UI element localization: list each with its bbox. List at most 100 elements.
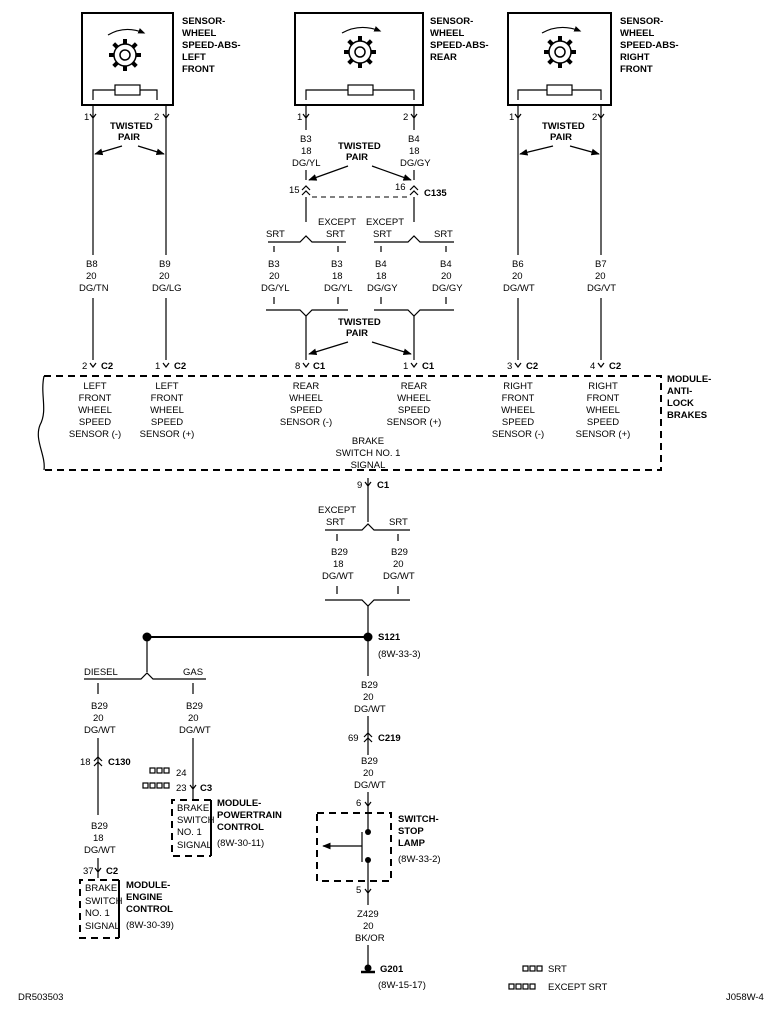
ecm-title: MODULE- bbox=[126, 880, 170, 891]
wire-label: 20 bbox=[159, 271, 170, 282]
wire-label: 18 bbox=[332, 271, 343, 282]
wire-label: 20 bbox=[93, 713, 104, 724]
wire-label: B29 bbox=[331, 547, 348, 558]
legend: SRT EXCEPT SRT bbox=[508, 964, 608, 993]
wire-label: DG/WT bbox=[179, 725, 211, 736]
pin-desc: FRONT bbox=[79, 393, 112, 404]
sensor-rf-label-1: WHEEL bbox=[620, 28, 655, 39]
variant-label: SRT bbox=[434, 229, 453, 240]
pin-desc: REAR bbox=[401, 381, 428, 392]
ground-icon bbox=[361, 964, 375, 974]
pin-label: 1 bbox=[509, 112, 514, 123]
wire-label: B4 bbox=[440, 259, 452, 270]
module-abs-title: ANTI- bbox=[667, 386, 692, 397]
sensor-lf-label-1: WHEEL bbox=[182, 28, 217, 39]
pin-desc: SENSOR (-) bbox=[492, 429, 544, 440]
wire-label: B29 bbox=[91, 821, 108, 832]
sensor-left-front: SENSOR- WHEEL SPEED-ABS- LEFT FRONT bbox=[81, 12, 241, 106]
pcm-title: CONTROL bbox=[217, 822, 264, 833]
sensor-rf-label-4: FRONT bbox=[620, 64, 653, 75]
pin-desc: SPEED bbox=[587, 417, 619, 428]
pin-desc: WHEEL bbox=[78, 405, 112, 416]
wire-label: B4 bbox=[408, 134, 420, 145]
connector-c2: C2 bbox=[609, 361, 621, 372]
wire-label: B3 bbox=[331, 259, 343, 270]
pin-label: 9 bbox=[357, 480, 362, 491]
legend-except-srt: EXCEPT SRT bbox=[548, 982, 608, 993]
pin-label: 8 bbox=[295, 361, 300, 372]
sensor-rear-label-2: SPEED-ABS- bbox=[430, 40, 489, 51]
wire-label: 20 bbox=[269, 271, 280, 282]
abs-pin-rf-pos: RIGHT FRONT WHEEL SPEED SENSOR (+) bbox=[576, 381, 631, 440]
wire-label: 20 bbox=[393, 559, 404, 570]
wire-label: B29 bbox=[91, 701, 108, 712]
twisted-pair-label: TWISTED bbox=[338, 141, 381, 152]
pcm-title: POWERTRAIN bbox=[217, 810, 282, 821]
pin-desc: RIGHT bbox=[503, 381, 533, 392]
pin-desc: WHEEL bbox=[586, 405, 620, 416]
twisted-pair-label: TWISTED bbox=[110, 121, 153, 132]
pin-desc: WHEEL bbox=[501, 405, 535, 416]
pin-desc: SPEED bbox=[151, 417, 183, 428]
module-abs-title: LOCK bbox=[667, 398, 694, 409]
pin-label: 37 bbox=[83, 866, 94, 877]
pin-label: 2 bbox=[403, 112, 408, 123]
wire-label: DG/WT bbox=[322, 571, 354, 582]
wire-label: B29 bbox=[391, 547, 408, 558]
wire-label: 18 bbox=[333, 559, 344, 570]
sensor-lf-label-2: SPEED-ABS- bbox=[182, 40, 241, 51]
stop-switch-title: LAMP bbox=[398, 838, 426, 849]
pin-desc: WHEEL bbox=[289, 393, 323, 404]
module-abs: MODULE- ANTI- LOCK BRAKES LEFT FRONT WHE… bbox=[37, 374, 711, 471]
wire-label: 18 bbox=[409, 146, 420, 157]
ecm-signal: NO. 1 bbox=[85, 908, 110, 919]
wire-label: DG/GY bbox=[367, 283, 398, 294]
gear-icon bbox=[107, 37, 143, 73]
pin-desc: WHEEL bbox=[397, 393, 431, 404]
variant-label: SRT bbox=[326, 517, 345, 528]
abs-pin-rear-neg: REAR WHEEL SPEED SENSOR (-) bbox=[280, 381, 332, 428]
pin-label: 2 bbox=[592, 112, 597, 123]
sensor-rf-label-0: SENSOR- bbox=[620, 16, 663, 27]
pin-desc: FRONT bbox=[151, 393, 184, 404]
legend-srt: SRT bbox=[548, 964, 567, 975]
abs-connector-pins: 2 C2 1 C2 8 C1 1 C1 3 C2 4 C2 bbox=[82, 361, 621, 372]
pcm-signal: NO. 1 bbox=[177, 827, 202, 838]
connector-c135: C135 bbox=[424, 188, 447, 199]
wires-rear: B3 18 DG/YL B4 18 DG/GY TWISTED PAIR 15 … bbox=[261, 105, 463, 360]
sensor-rear-label-3: REAR bbox=[430, 52, 457, 63]
sensor-right-front: SENSOR- WHEEL SPEED-ABS- RIGHT FRONT bbox=[507, 12, 679, 106]
module-abs-title: BRAKES bbox=[667, 410, 707, 421]
connector-c2: C2 bbox=[174, 361, 186, 372]
wire-label: DG/GY bbox=[432, 283, 463, 294]
wire-label: 20 bbox=[363, 768, 374, 779]
module-ecm: BRAKE SWITCH NO. 1 SIGNAL MODULE- ENGINE… bbox=[79, 879, 174, 939]
pin-desc: SPEED bbox=[79, 417, 111, 428]
wire-label: 20 bbox=[363, 921, 374, 932]
wire-label: DG/GY bbox=[400, 158, 431, 169]
variant-label: SRT bbox=[389, 517, 408, 528]
pin-desc: SENSOR (+) bbox=[387, 417, 442, 428]
pin-desc: SPEED bbox=[502, 417, 534, 428]
gear-icon bbox=[542, 34, 578, 70]
wire-label: 20 bbox=[86, 271, 97, 282]
pin-desc: LEFT bbox=[83, 381, 106, 392]
abs-pin-rear-pos: REAR WHEEL SPEED SENSOR (+) bbox=[387, 381, 442, 428]
sensor-rear: SENSOR- WHEEL SPEED-ABS- REAR bbox=[294, 12, 489, 106]
abs-pin-brake-switch: BRAKE SWITCH NO. 1 SIGNAL bbox=[336, 436, 401, 471]
pin-desc: SENSOR (-) bbox=[280, 417, 332, 428]
legend-except-srt-marks bbox=[142, 782, 170, 789]
wire-label: DG/VT bbox=[587, 283, 616, 294]
splice-s121-dot bbox=[363, 632, 373, 642]
wire-label: DG/YL bbox=[292, 158, 321, 169]
pcm-signal: SIGNAL bbox=[177, 840, 212, 851]
wire-label: B3 bbox=[268, 259, 280, 270]
variant-label: GAS bbox=[183, 667, 203, 678]
pin-desc: SENSOR (+) bbox=[576, 429, 631, 440]
splice-s121: S121 bbox=[378, 632, 401, 643]
pcm-signal: SWITCH bbox=[177, 815, 215, 826]
pin-desc: RIGHT bbox=[588, 381, 618, 392]
connector-c2: C2 bbox=[101, 361, 113, 372]
wire-label: B6 bbox=[512, 259, 524, 270]
